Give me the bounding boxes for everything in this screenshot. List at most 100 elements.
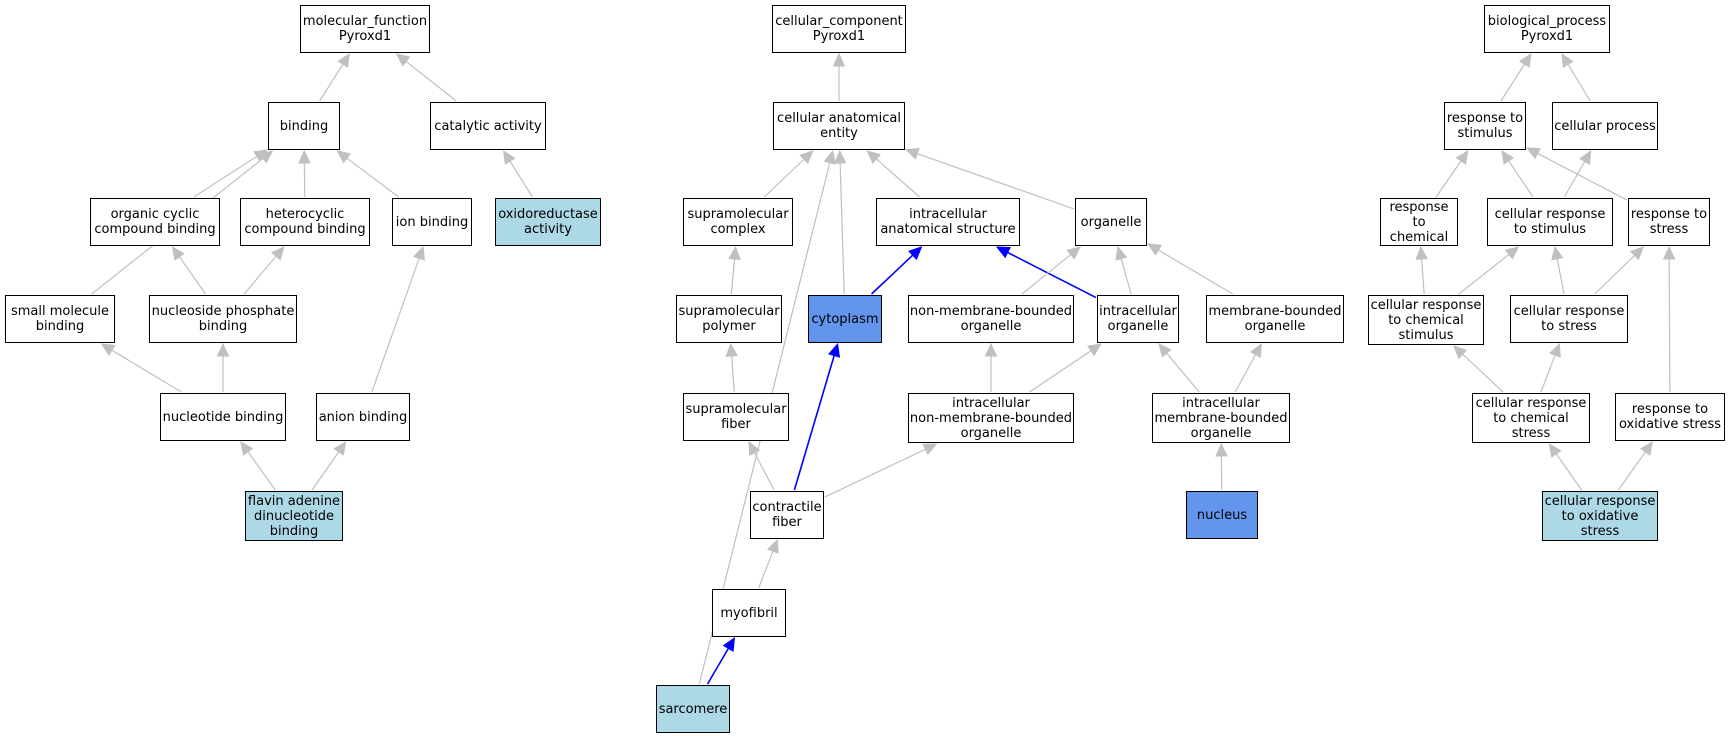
edge-arrowhead — [922, 443, 938, 456]
edge-line — [1556, 258, 1565, 295]
edge-line — [1421, 258, 1425, 295]
edge-arrowhead — [171, 246, 185, 261]
edge-arrowhead — [1066, 246, 1082, 260]
go-term-node: nucleoside phosphate binding — [149, 295, 297, 343]
edge-arrowhead — [866, 150, 881, 164]
go-term-node: response to chemical — [1380, 198, 1458, 246]
edge-arrowhead — [725, 342, 738, 357]
go-term-node: cellular process — [1552, 102, 1658, 150]
edge-arrowhead — [823, 149, 836, 165]
edge-arrowhead — [336, 150, 352, 164]
go-term-node: catalytic activity — [430, 102, 546, 150]
go-term-node: anion binding — [316, 393, 410, 441]
edge-line — [319, 63, 344, 102]
edge-line — [839, 162, 845, 295]
edge-line — [1234, 354, 1257, 393]
edge-arrowhead — [1662, 245, 1676, 260]
edge-arrowhead — [1158, 343, 1172, 358]
go-term-node: membrane-bounded organelle — [1206, 295, 1344, 343]
edge-line — [793, 355, 835, 491]
edge-arrowhead — [100, 343, 116, 356]
edge-line — [1540, 354, 1556, 393]
edge-line — [311, 451, 340, 491]
edge-arrowhead — [216, 342, 230, 357]
go-term-node: response to oxidative stress — [1615, 393, 1725, 441]
edge-line — [1567, 63, 1591, 102]
go-term-node: intracellular organelle — [1097, 295, 1179, 343]
edge-line — [1537, 152, 1628, 201]
go-term-node: oxidoreductase activity — [495, 198, 601, 246]
edge-line — [193, 155, 258, 198]
edge-arrowhead — [728, 245, 741, 261]
edge-arrowhead — [1415, 245, 1428, 260]
edge-line — [1508, 160, 1534, 198]
edge-arrowhead — [1629, 246, 1645, 261]
edge-arrowhead — [1501, 150, 1515, 165]
edge-arrowhead — [502, 149, 516, 165]
edge-arrowhead — [413, 245, 425, 261]
edge-arrowhead — [1561, 52, 1574, 68]
edge-line — [824, 448, 926, 498]
go-term-node: contractile fiber — [750, 491, 824, 539]
go-term-node: molecular_function Pyroxd1 — [300, 5, 430, 53]
go-term-node: binding — [268, 102, 340, 150]
edge-line — [509, 160, 533, 198]
go-term-node: ion binding — [392, 198, 472, 246]
edge-arrowhead — [1549, 342, 1561, 358]
go-term-node: organelle — [1075, 198, 1147, 246]
go-term-node: response to stress — [1628, 198, 1710, 246]
edge-line — [1029, 350, 1092, 393]
edge-line — [243, 255, 277, 295]
go-term-node: intracellular anatomical structure — [876, 198, 1020, 246]
edge-line — [730, 258, 736, 295]
go-term-node: response to stimulus — [1444, 102, 1526, 150]
go-term-node: supramolecular polymer — [676, 295, 782, 343]
edge-arrowhead — [333, 441, 347, 456]
edge-line — [1617, 451, 1646, 491]
edge-arrowhead — [722, 636, 736, 652]
go-term-node: cellular response to chemical stress — [1472, 393, 1590, 443]
edge-line — [1120, 258, 1132, 295]
edge-arrowhead — [1452, 345, 1468, 360]
edge-line — [758, 550, 774, 589]
edge-line — [1458, 253, 1510, 295]
go-term-node: intracellular membrane-bounded organelle — [1152, 393, 1290, 443]
edge-arrowhead — [337, 52, 350, 68]
edge-arrowhead — [748, 440, 761, 456]
edge-arrowhead — [240, 441, 254, 456]
go-term-node: sarcomere — [656, 685, 730, 733]
edge-arrowhead — [1548, 443, 1562, 458]
edge-line — [917, 153, 1075, 210]
edge-line — [1668, 258, 1671, 393]
go-term-node: flavin adenine dinucleotide binding — [245, 491, 343, 541]
edge-arrowhead — [271, 246, 285, 261]
go-term-node: cytoplasm — [808, 295, 882, 343]
edge-line — [763, 158, 805, 198]
edge-arrowhead — [1115, 245, 1128, 261]
edge-line — [1462, 353, 1504, 393]
edge-arrowhead — [1087, 343, 1102, 357]
edge-arrowhead — [832, 52, 846, 67]
edge-line — [1021, 254, 1072, 295]
edge-arrowhead — [1579, 149, 1592, 165]
edge-arrowhead — [298, 149, 311, 164]
go-term-node: intracellular non-membrane-bounded organ… — [908, 393, 1074, 443]
go-term-node: non-membrane-bounded organelle — [908, 295, 1074, 343]
go-term-node: supramolecular complex — [683, 198, 793, 246]
edge-arrowhead — [1525, 147, 1541, 160]
edge-arrowhead — [904, 147, 920, 160]
edge-arrowhead — [1639, 441, 1654, 456]
edge-line — [1500, 63, 1526, 102]
edge-arrowhead — [908, 246, 923, 261]
edge-line — [870, 254, 914, 295]
edge-line — [111, 349, 182, 393]
edge-arrowhead — [828, 342, 841, 358]
go-term-node: biological_process Pyroxd1 — [1484, 5, 1610, 53]
edge-arrowhead — [1551, 245, 1564, 261]
edge-arrowhead — [1455, 150, 1469, 165]
edge-line — [1555, 453, 1583, 491]
go-term-node: supramolecular fiber — [683, 393, 789, 441]
edge-arrowhead — [1146, 243, 1162, 256]
